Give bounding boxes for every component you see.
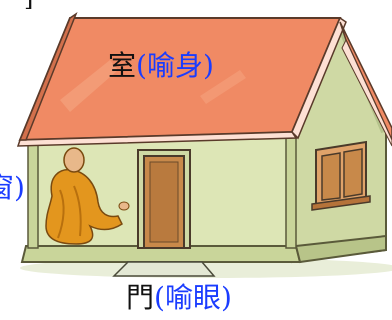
gable-roof xyxy=(339,21,392,141)
roof-highlight xyxy=(200,70,246,104)
window-label-paren: 窗) xyxy=(0,171,25,204)
roof-left-end xyxy=(18,12,78,141)
top-text-fragment: ㄧ] xyxy=(0,0,33,10)
window xyxy=(311,140,371,211)
side-wall-base xyxy=(294,234,387,264)
door-label-main: 門 xyxy=(126,281,155,314)
door-label: 門(喻眼) xyxy=(126,284,232,312)
room-label-paren: (喻身) xyxy=(136,49,214,82)
door xyxy=(137,149,191,249)
room-label: 室(喻身) xyxy=(108,52,214,80)
door-step xyxy=(112,261,216,277)
gable-roof-edge xyxy=(341,38,392,147)
door-label-paren: (喻眼) xyxy=(154,281,232,314)
room-label-main: 室 xyxy=(108,49,137,82)
roof-side-edge xyxy=(291,16,347,140)
roof-edge xyxy=(16,131,298,147)
right-pillar xyxy=(285,129,297,249)
left-pillar xyxy=(27,133,39,249)
window-label: 窗) xyxy=(0,174,25,202)
roof-highlight xyxy=(60,60,118,112)
monk-figure xyxy=(45,147,130,245)
